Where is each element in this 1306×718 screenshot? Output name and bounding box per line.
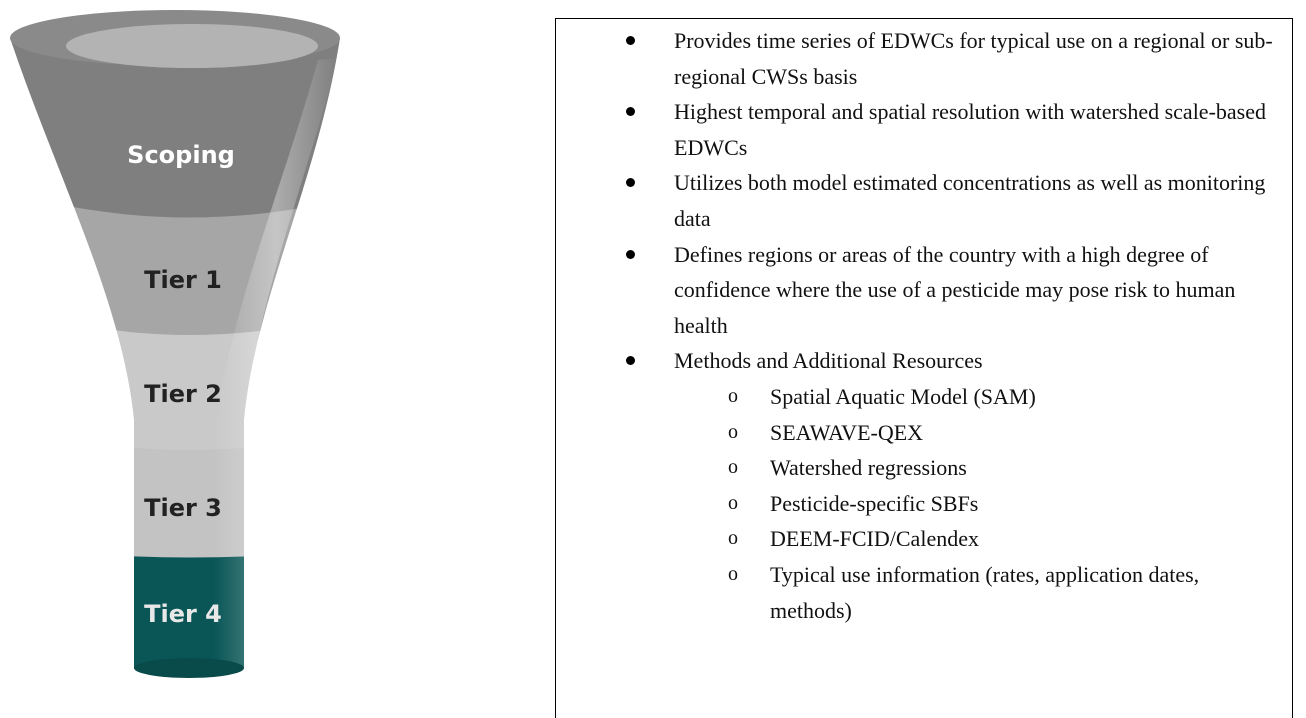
tier-label-tier-3: Tier 3 <box>144 494 222 522</box>
sub-bullet-icon: o <box>728 527 738 550</box>
sub-bullet-text: Spatial Aquatic Model (SAM) <box>770 383 1036 409</box>
bullet-item: Highest temporal and spatial resolution … <box>556 94 1292 165</box>
bullet-item: Methods and Additional Resources o Spatia… <box>556 343 1292 628</box>
sub-bullet-text: Typical use information (rates, applicat… <box>770 561 1200 623</box>
bullet-icon <box>626 178 635 188</box>
funnel-base <box>134 658 244 678</box>
bullet-text: Utilizes both model estimated concentrat… <box>674 170 1266 231</box>
sub-bullet-item: o Spatial Aquatic Model (SAM) <box>556 379 1282 415</box>
bullet-icon <box>626 107 635 117</box>
sub-bullet-item: o DEEM-FCID/Calendex <box>556 521 1282 557</box>
sub-bullet-item: o Typical use information (rates, applica… <box>556 557 1282 628</box>
sub-bullet-text: Watershed regressions <box>770 455 967 481</box>
bullet-text: Provides time series of EDWCs for typica… <box>674 28 1273 89</box>
bullet-icon <box>626 249 635 259</box>
sub-bullet-icon: o <box>728 420 738 443</box>
sub-bullet-text: DEEM-FCID/Calendex <box>770 526 979 552</box>
sub-bullet-item: o Watershed regressions <box>556 450 1282 486</box>
tier-label-tier-2: Tier 2 <box>144 380 222 408</box>
bullet-icon <box>626 356 635 366</box>
bullet-item: Utilizes both model estimated concentrat… <box>556 165 1292 236</box>
tier-label-tier-4: Tier 4 <box>144 600 222 628</box>
bullet-text: Methods and Additional Resources <box>674 348 983 374</box>
bullet-text: Defines regions or areas of the country … <box>674 241 1236 338</box>
sub-bullet-icon: o <box>728 456 738 479</box>
sub-bullet-text: Pesticide-specific SBFs <box>770 490 979 516</box>
funnel-diagram: Scoping Tier 1 Tier 2 Tier 3 Tier 4 <box>0 0 380 707</box>
funnel-opening <box>66 24 318 68</box>
sub-bullet-text: SEAWAVE-QEX <box>770 419 924 445</box>
sub-bullet-item: o SEAWAVE-QEX <box>556 415 1282 451</box>
bullet-list: Provides time series of EDWCs for typica… <box>556 19 1292 628</box>
sub-bullet-icon: o <box>728 384 738 407</box>
bullet-text: Highest temporal and spatial resolution … <box>674 99 1266 160</box>
bullet-item: Defines regions or areas of the country … <box>556 237 1292 344</box>
tier-label-scoping: Scoping <box>127 141 235 169</box>
sub-bullet-item: o Pesticide-specific SBFs <box>556 486 1282 522</box>
sub-bullet-icon: o <box>728 491 738 514</box>
funnel-highlight <box>214 58 338 668</box>
tier-label-tier-1: Tier 1 <box>144 266 222 294</box>
bullet-item: Provides time series of EDWCs for typica… <box>556 23 1292 94</box>
bullet-icon <box>626 36 635 45</box>
funnel-svg: Scoping Tier 1 Tier 2 Tier 3 Tier 4 <box>10 10 340 678</box>
description-panel: Provides time series of EDWCs for typica… <box>555 18 1293 718</box>
sub-bullet-icon: o <box>728 562 738 585</box>
